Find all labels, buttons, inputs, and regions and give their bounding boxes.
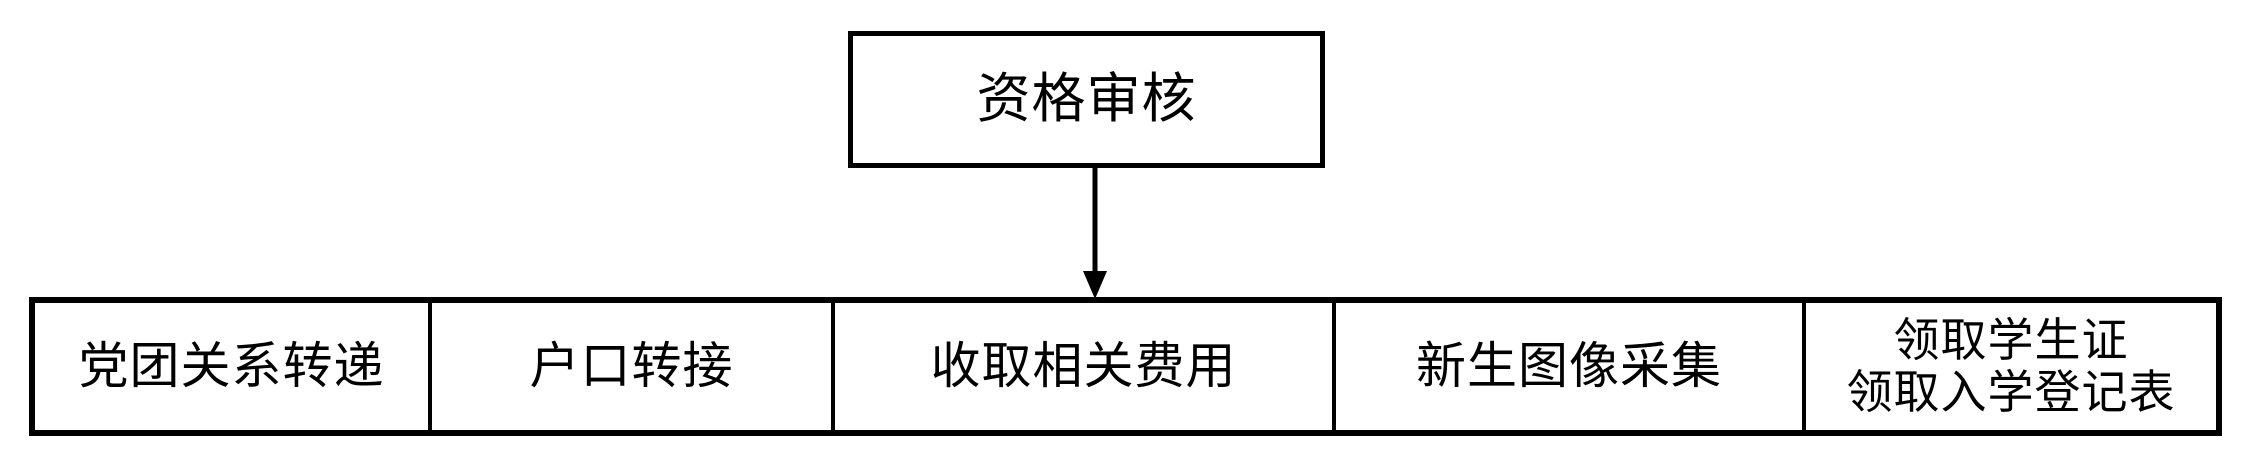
node-freshman-image-capture-label: 新生图像采集 bbox=[1416, 338, 1722, 394]
node-collect-student-id-and-form-label: 领取学生证 领取入学登记表 bbox=[1846, 314, 2176, 418]
node-household-registration-transfer[interactable]: 户口转接 bbox=[432, 303, 835, 430]
node-collect-fees[interactable]: 收取相关费用 bbox=[835, 303, 1336, 430]
node-household-registration-transfer-label: 户口转接 bbox=[529, 338, 734, 394]
arrow-down-icon bbox=[1083, 166, 1107, 299]
node-party-league-transfer[interactable]: 党团关系转递 bbox=[35, 303, 432, 430]
node-collect-fees-label: 收取相关费用 bbox=[930, 338, 1237, 394]
node-collect-student-id-and-form[interactable]: 领取学生证 领取入学登记表 bbox=[1806, 303, 2216, 430]
node-qualification-review-label: 资格审核 bbox=[976, 69, 1197, 130]
node-freshman-image-capture[interactable]: 新生图像采集 bbox=[1336, 303, 1806, 430]
connector-arrow-down bbox=[1080, 166, 1110, 300]
process-row: 党团关系转递 户口转接 收取相关费用 新生图像采集 领取学生证 领取入学登记表 bbox=[29, 297, 2222, 436]
node-party-league-transfer-label: 党团关系转递 bbox=[78, 338, 385, 394]
node-qualification-review[interactable]: 资格审核 bbox=[848, 31, 1325, 168]
